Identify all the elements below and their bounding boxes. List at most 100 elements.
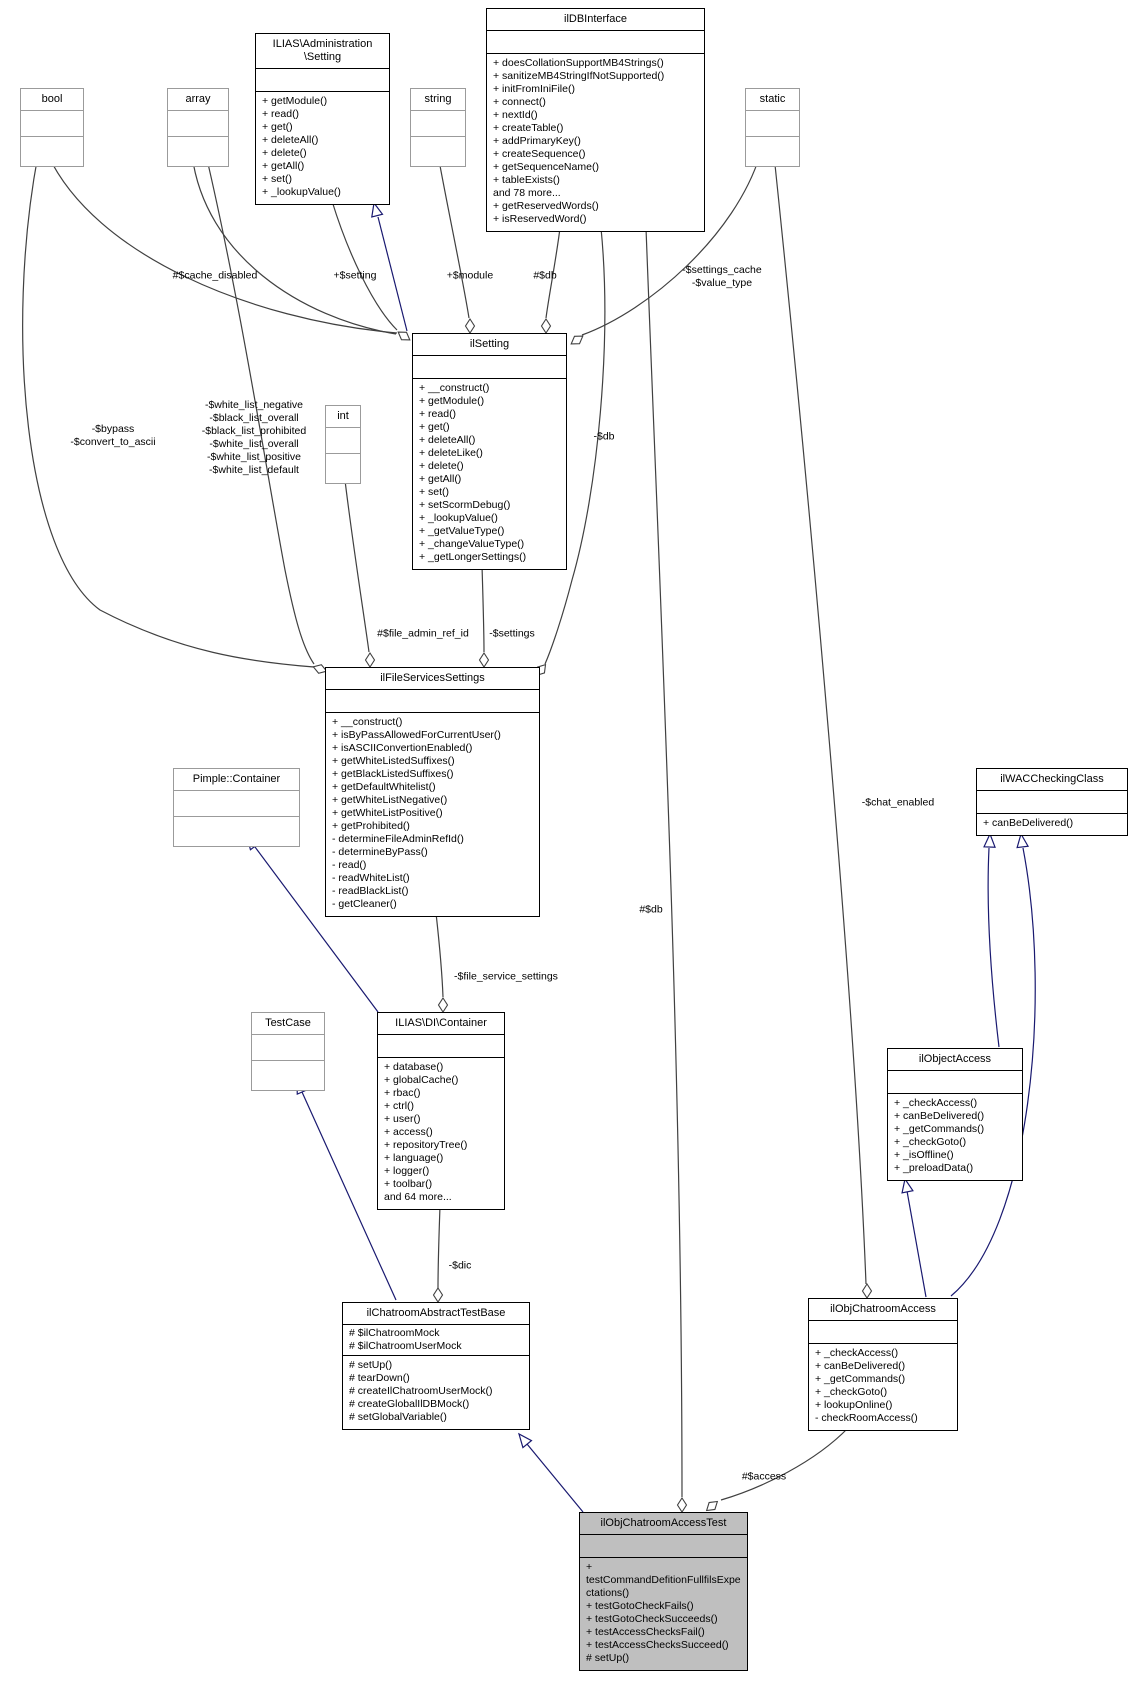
diamond-fss-settings — [478, 651, 490, 669]
class-attributes — [411, 111, 465, 137]
class-attributes — [746, 111, 799, 137]
class-title: TestCase — [252, 1013, 324, 1035]
class-methods: # setUp()# tearDown()# createIlChatroomU… — [343, 1356, 529, 1429]
class-attributes — [888, 1071, 1022, 1094]
class-title: ilDBInterface — [487, 9, 704, 31]
member-line: # setUp() — [586, 1652, 630, 1664]
member-line: - readWhiteList() — [332, 872, 410, 884]
edge-label-bypass: -$bypass -$convert_to_ascii — [70, 423, 156, 448]
class-title: ilSetting — [413, 334, 566, 356]
edge-setting — [331, 200, 398, 331]
class-ilobjectaccess[interactable]: ilObjectAccess + _checkAccess()+ canBeDe… — [887, 1048, 1023, 1181]
member-line: # setUp() — [349, 1359, 393, 1371]
member-line: + _changeValueType() — [419, 538, 525, 550]
edge-file-service-settings — [435, 912, 444, 998]
class-attributes: # $ilChatroomMock# $ilChatroomUserMock — [343, 1325, 529, 1356]
member-line: + set() — [262, 173, 293, 185]
member-line: # setGlobalVariable() — [349, 1411, 447, 1423]
member-line: - determineByPass() — [332, 846, 428, 858]
member-line: + getProhibited() — [332, 820, 410, 832]
class-attributes — [256, 69, 389, 92]
member-line: + logger() — [384, 1165, 430, 1177]
member-line: + access() — [384, 1126, 433, 1138]
class-title: ilObjChatroomAccess — [809, 1299, 957, 1321]
diamond-di — [437, 996, 449, 1014]
member-line: + createTable() — [493, 122, 564, 134]
class-testcase[interactable]: TestCase — [251, 1012, 325, 1091]
member-line: + repositoryTree() — [384, 1139, 468, 1151]
edge-cache-disabled — [47, 154, 398, 334]
class-ilobjchatroomaccesstest[interactable]: ilObjChatroomAccessTest + testCommandDef… — [579, 1512, 748, 1671]
member-line: # createIlChatroomUserMock() — [349, 1385, 493, 1397]
edge-test-extends-atb — [526, 1443, 584, 1513]
member-line: + deleteLike() — [419, 447, 483, 459]
diamond-ilsetting-db — [540, 317, 552, 335]
member-line: + _lookupValue() — [419, 512, 498, 524]
class-attributes — [21, 111, 83, 137]
member-line: + _checkAccess() — [815, 1347, 899, 1359]
member-line: + _checkGoto() — [815, 1386, 888, 1398]
member-line: + canBeDelivered() — [894, 1110, 985, 1122]
member-line: + user() — [384, 1113, 421, 1125]
edge-label-access: #$access — [741, 1470, 787, 1483]
class-ilwaccheckingclass[interactable]: ilWACCheckingClass + canBeDelivered() — [976, 768, 1128, 836]
edge-array-ilsetting — [191, 154, 397, 335]
class-array[interactable]: array — [167, 88, 229, 167]
class-string[interactable]: string — [410, 88, 466, 167]
class-title: ilChatroomAbstractTestBase — [343, 1303, 529, 1325]
class-title: string — [411, 89, 465, 111]
member-line: + canBeDelivered() — [983, 817, 1074, 829]
class-methods: + __construct()+ getModule()+ read()+ ge… — [413, 379, 566, 569]
member-line: + _preloadData() — [894, 1162, 974, 1174]
class-title: bool — [21, 89, 83, 111]
class-static[interactable]: static — [745, 88, 800, 167]
member-line: + database() — [384, 1061, 444, 1073]
class-ilias-administration-setting[interactable]: ILIAS\Administration \Setting + getModul… — [255, 33, 390, 205]
member-line: + connect() — [493, 96, 546, 108]
edge-file-admin-ref-id — [343, 471, 370, 653]
class-ilias-di-container[interactable]: ILIAS\DI\Container + database()+ globalC… — [377, 1012, 505, 1210]
arrow-atb — [518, 1432, 533, 1449]
member-line: + getModule() — [262, 95, 328, 107]
class-methods — [174, 817, 299, 846]
edge-chat-enabled — [773, 154, 867, 1285]
class-methods: + canBeDelivered() — [977, 814, 1127, 835]
class-ilobjchatroomaccess[interactable]: ilObjChatroomAccess + _checkAccess()+ ca… — [808, 1298, 958, 1431]
member-line: + _getCommands() — [815, 1373, 906, 1385]
class-bool[interactable]: bool — [20, 88, 84, 167]
class-ildbinterface[interactable]: ilDBInterface + doesCollationSupportMB4S… — [486, 8, 705, 232]
edge-settings2 — [481, 564, 485, 653]
class-title: ilWACCheckingClass — [977, 769, 1127, 791]
class-pimple-container[interactable]: Pimple::Container — [173, 768, 300, 847]
member-line: + delete() — [419, 460, 464, 472]
class-methods — [252, 1061, 324, 1090]
member-line: + tableExists() — [493, 174, 560, 186]
member-line: + testAccessChecksSucceed() — [586, 1639, 729, 1651]
class-ilfileservicessettings[interactable]: ilFileServicesSettings + __construct()+ … — [325, 667, 540, 917]
class-int[interactable]: int — [325, 405, 361, 484]
member-line: - read() — [332, 859, 367, 871]
association-edges — [22, 154, 867, 1501]
edge-label-file-admin-ref-id: #$file_admin_ref_id — [377, 627, 469, 640]
member-line: + getSequenceName() — [493, 161, 599, 173]
edge-label-settings-cache: -$settings_cache -$value_type — [682, 264, 762, 289]
member-line: + getAll() — [419, 473, 462, 485]
class-methods: + _checkAccess()+ canBeDelivered()+ _get… — [888, 1094, 1022, 1180]
class-ilsetting[interactable]: ilSetting + __construct()+ getModule()+ … — [412, 333, 567, 570]
arrow-admin-setting — [371, 201, 384, 218]
member-line: + isReservedWord() — [493, 213, 587, 225]
class-attributes — [413, 356, 566, 379]
member-line: + _checkAccess() — [894, 1097, 978, 1109]
class-attributes — [326, 690, 539, 713]
diamond-ilsetting-module — [464, 317, 476, 335]
diamond-test-access — [705, 1500, 719, 1512]
class-title: Pimple::Container — [174, 769, 299, 791]
class-methods — [746, 137, 799, 166]
edge-atb-extends-testcase — [301, 1091, 397, 1301]
edge-label-db-test: #$db — [639, 903, 663, 916]
class-ilchatroomabstracttestbase[interactable]: ilChatroomAbstractTestBase # $ilChatroom… — [342, 1302, 530, 1430]
edge-chataccess-extends-objectaccess — [906, 1190, 927, 1298]
member-line: + getAll() — [262, 160, 305, 172]
member-line: + language() — [384, 1152, 444, 1164]
